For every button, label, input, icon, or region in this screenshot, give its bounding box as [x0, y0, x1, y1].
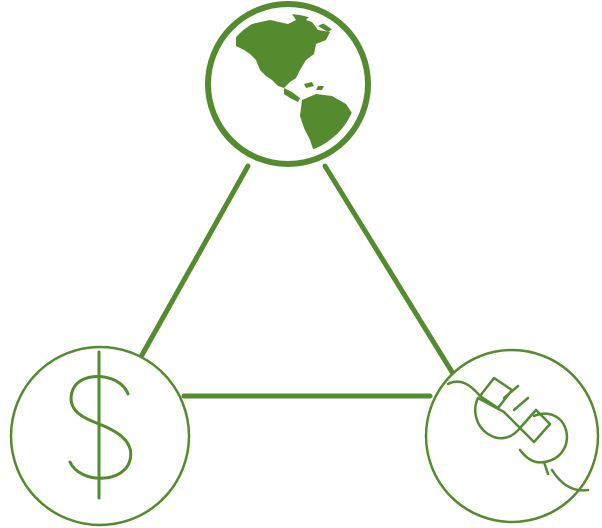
edge-globe-money — [139, 163, 251, 358]
dollar-sign-icon — [68, 350, 133, 500]
money-node — [9, 345, 191, 527]
plug-icon — [446, 376, 590, 492]
energy-node — [424, 348, 600, 524]
edges — [139, 163, 455, 399]
edge-globe-energy — [322, 163, 455, 375]
globe-node — [205, 1, 371, 167]
